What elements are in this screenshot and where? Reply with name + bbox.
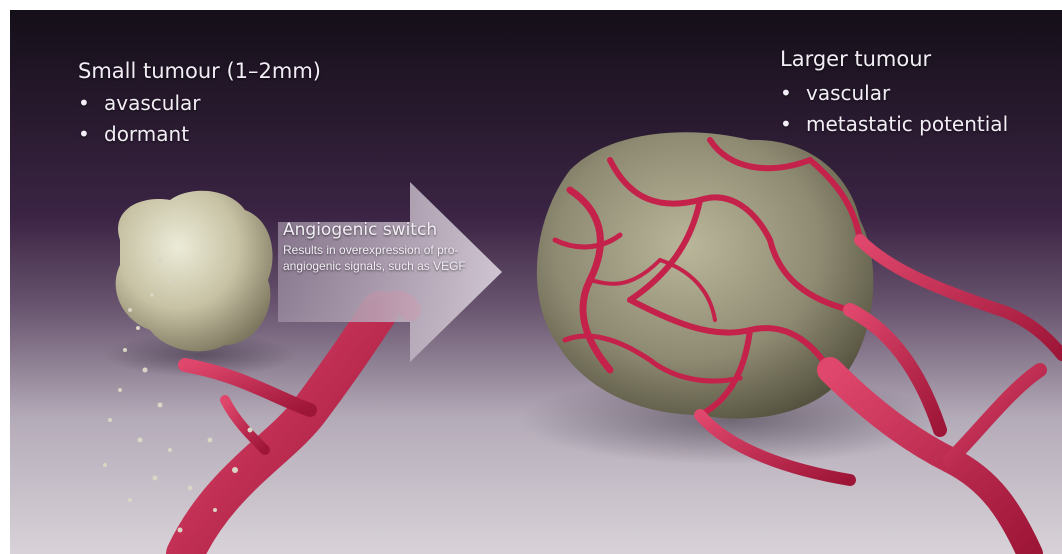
angiogenic-switch-title: Angiogenic switch [283, 220, 437, 241]
small-tumour-bullet: avascular [78, 88, 200, 119]
small-tumour-bullet-list: avascular dormant [78, 88, 200, 150]
small-tumour-bullet: dormant [78, 119, 200, 150]
larger-tumour-title: Larger tumour [780, 46, 931, 72]
larger-tumour-bullet: vascular [780, 78, 1008, 109]
illustration-frame: Small tumour (1–2mm) avascular dormant L… [10, 10, 1062, 554]
larger-tumour-bullet-list: vascular metastatic potential [780, 78, 1008, 140]
small-tumour-title: Small tumour (1–2mm) [78, 58, 321, 84]
larger-tumour-bullet: metastatic potential [780, 109, 1008, 140]
angiogenic-switch-description: Results in overexpression of pro-angioge… [283, 242, 483, 274]
